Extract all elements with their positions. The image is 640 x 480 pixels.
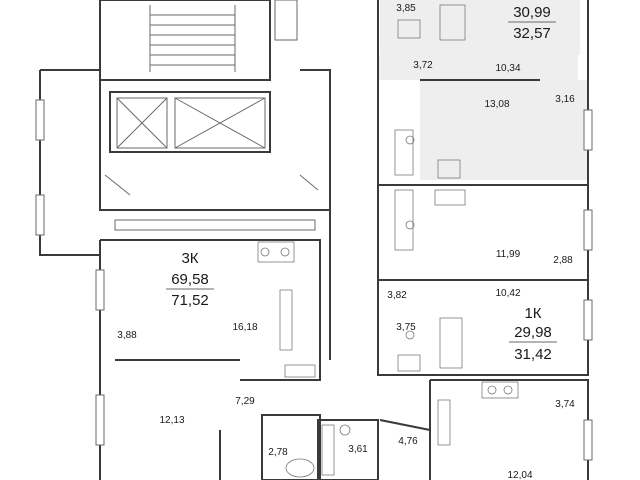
room-area: 3,85 <box>396 3 416 14</box>
highlighted-apartment <box>378 0 588 180</box>
room-area: 11,99 <box>496 249 521 260</box>
bathrooms-bottom <box>261 414 431 480</box>
room-area: 10,34 <box>495 63 520 74</box>
room-area: 2,78 <box>268 447 288 458</box>
room-area: 3,74 <box>555 399 575 410</box>
room-area: 2,88 <box>553 255 573 266</box>
unit-type: 3К <box>181 250 198 267</box>
room-area: 16,18 <box>232 322 257 333</box>
unit-area-total: 71,52 <box>171 292 209 309</box>
unit-label-u2: 3К 69,58 71,52 <box>166 250 214 309</box>
unit-area-total: 31,42 <box>514 346 552 363</box>
unit-area-total: 32,57 <box>513 25 551 42</box>
unit-area-living: 30,99 <box>513 4 551 21</box>
room-area: 3,72 <box>413 60 433 71</box>
unit-label-u3: 1К 29,98 31,42 <box>509 305 557 363</box>
room-area: 3,82 <box>387 290 407 301</box>
apartment-3k <box>99 239 321 480</box>
windows <box>35 99 593 461</box>
unit-area-living: 29,98 <box>514 324 552 341</box>
room-area: 13,08 <box>484 99 509 110</box>
unit-label-u1: 30,99 32,57 <box>508 4 556 42</box>
room-area: 3,16 <box>555 94 575 105</box>
apartment-bottom-right <box>429 379 589 480</box>
room-area: 7,29 <box>235 396 255 407</box>
room-area: 3,75 <box>396 322 416 333</box>
corridor <box>39 69 331 360</box>
elevators <box>109 91 271 153</box>
unit-area-living: 69,58 <box>171 271 209 288</box>
room-area: 4,76 <box>398 436 418 447</box>
room-area: 3,61 <box>348 444 368 455</box>
stair-core <box>99 0 298 81</box>
unit-type: 1К <box>524 305 541 322</box>
room-area: 12,04 <box>507 470 532 480</box>
room-area: 3,88 <box>117 330 137 341</box>
room-area: 10,42 <box>495 288 520 299</box>
room-area: 12,13 <box>159 415 184 426</box>
room-labels: 3,85 3,72 10,34 13,08 3,16 11,99 2,88 3,… <box>117 3 575 480</box>
